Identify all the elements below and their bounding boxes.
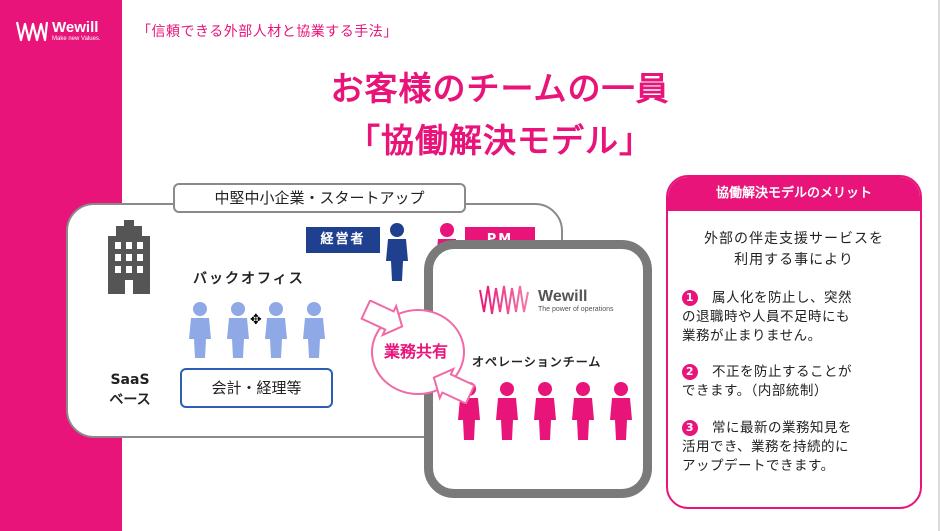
backoffice-person-icon [227, 302, 249, 358]
logo-wave-icon [16, 21, 48, 42]
backoffice-person-icon [189, 302, 211, 358]
logo-tagline: Make new Values. [52, 35, 101, 42]
ops-person-icon [610, 382, 632, 440]
logo-name: Wewill [52, 18, 99, 36]
merit-item: 2 不正を防止することが できます。（内部統制） [682, 363, 908, 401]
ops-person-icon [534, 382, 556, 440]
ops-logo: Wewill The power of operations [478, 282, 614, 318]
merit-line: できます。（内部統制） [682, 383, 828, 399]
arrow-cycle-icon [360, 300, 476, 404]
merit-line: 業務が止まりません。 [682, 328, 822, 344]
exec-label: 経営者 [306, 227, 380, 253]
merit-number-badge: 2 [682, 364, 698, 380]
merit-intro-line1: 外部の伴走支援サービスを [704, 231, 884, 247]
share-label: 業務共有 [383, 342, 448, 361]
merit-item: 3 常に最新の業務知見を 活用でき、業務を持続的に アップデートできます。 [682, 419, 908, 476]
exec-person-icon [386, 223, 408, 281]
saas-label: SaaS ベース [95, 370, 165, 410]
slide-subtitle: 「信頼できる外部人材と協業する手法」 [137, 24, 398, 40]
merit-number-badge: 1 [682, 290, 698, 306]
building-icon [108, 220, 150, 294]
merit-line: 属人化を防止し、突然 [712, 290, 852, 306]
merit-line: 活用でき、業務を持続的に [682, 439, 850, 455]
backoffice-person-icon [265, 302, 287, 358]
logo-wave-icon [479, 285, 529, 315]
slide-title-line2: 「協働解決モデル」 [347, 121, 653, 160]
accounting-box: 会計・経理等 [180, 368, 333, 408]
saas-label-line1: SaaS [110, 372, 150, 388]
saas-label-line2: ベース [109, 392, 151, 408]
merit-line: 常に最新の業務知見を [712, 420, 852, 436]
merit-header: 協働解決モデルのメリット [668, 177, 920, 211]
merit-intro: 外部の伴走支援サービスを 利用する事により [668, 229, 920, 271]
ops-logo-name: Wewill [538, 287, 588, 305]
ops-person-icon [496, 382, 518, 440]
merit-intro-line2: 利用する事により [734, 252, 854, 268]
merit-number-badge: 3 [682, 420, 698, 436]
company-label: 中堅中小企業・スタートアップ [173, 183, 466, 213]
merit-item: 1 属人化を防止し、突然 の退職時や人員不足時にも 業務が止まりません。 [682, 289, 908, 346]
backoffice-person-icon [303, 302, 325, 358]
backoffice-label: バックオフィス [193, 271, 305, 287]
slide-title-line1: お客様のチームの一員 [330, 69, 670, 108]
move-cursor-icon: ✥ [250, 312, 262, 328]
ops-logo-tagline: The power of operations [538, 305, 614, 313]
ops-person-icon [572, 382, 594, 440]
merit-line: の退職時や人員不足時にも [682, 309, 850, 325]
merit-panel: 協働解決モデルのメリット 外部の伴走支援サービスを 利用する事により 1 属人化を… [666, 175, 922, 509]
operations-box [424, 240, 652, 498]
merit-line: アップデートできます。 [682, 458, 835, 474]
ops-team-label: オペレーションチーム [472, 355, 602, 369]
merit-line: 不正を防止することが [712, 364, 852, 380]
brand-logo: Wewill Make new Values. [16, 18, 101, 44]
